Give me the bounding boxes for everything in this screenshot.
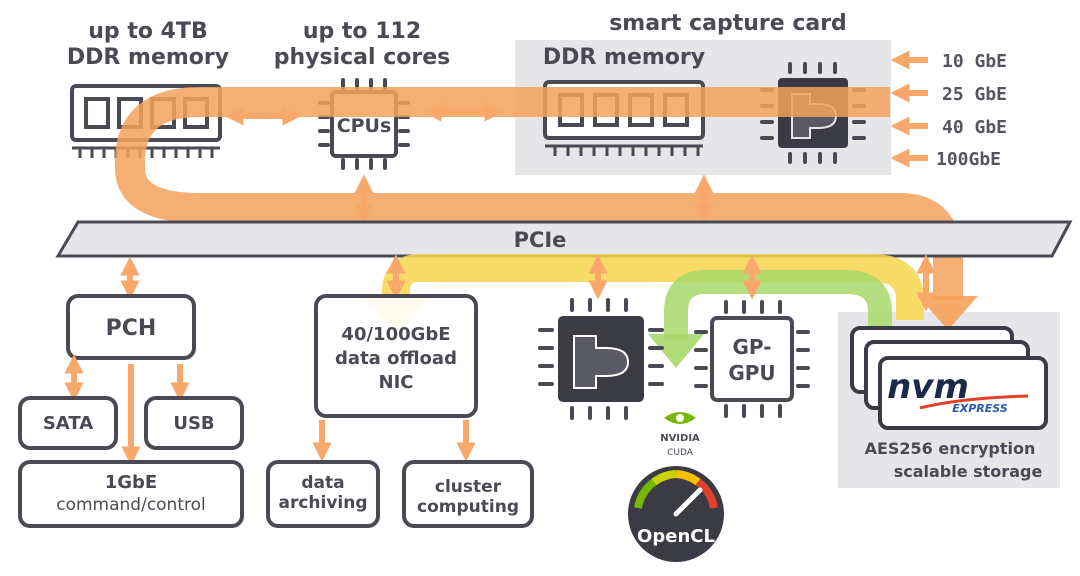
pch-label: PCH xyxy=(106,316,157,341)
sata-label: SATA xyxy=(43,413,93,434)
storage-line2: scalable storage xyxy=(894,462,1043,481)
nvidia-cuda: CUDA xyxy=(667,448,694,458)
usb-label: USB xyxy=(173,413,214,434)
ethernet-input-100g: 100GbE xyxy=(936,149,1001,170)
storage-line1: AES256 encryption xyxy=(865,439,1036,458)
opencl-gauge-icon xyxy=(628,466,724,562)
capture-ddr-label: DDR memory xyxy=(543,45,705,70)
ethernet-input-25g: 25 GbE xyxy=(942,84,1007,105)
mgmt-1gbe-box xyxy=(18,460,244,528)
host-ddr-label-line2: DDR memory xyxy=(67,45,229,70)
pch-box xyxy=(66,294,196,360)
cluster-line2: computing xyxy=(417,497,519,517)
cluster-line1: cluster xyxy=(435,477,502,497)
gpgpu-line1: GP- xyxy=(732,335,771,359)
cluster-box xyxy=(402,460,534,528)
cpu-label-line2: physical cores xyxy=(274,45,451,70)
nvme-logo-sub: EXPRESS xyxy=(952,402,1008,415)
archiving-line1: data xyxy=(301,473,344,493)
gpgpu-line2: GPU xyxy=(728,361,775,385)
offload-nic-box xyxy=(314,294,478,418)
opencl-label: OpenCL xyxy=(637,526,715,547)
nic-line1: 40/100GbE xyxy=(341,324,450,345)
mgmt-1gbe-line2: command/control xyxy=(56,495,206,515)
ethernet-input-40g: 40 GbE xyxy=(942,117,1007,138)
nic-line3: NIC xyxy=(379,372,414,393)
gpgpu-chip xyxy=(694,300,810,418)
usb-box xyxy=(144,396,244,450)
sata-box xyxy=(18,396,118,450)
mgmt-1gbe-line1: 1GbE xyxy=(105,472,157,493)
nvidia-eye-icon xyxy=(664,412,696,424)
ethernet-input-10g: 10 GbE xyxy=(942,51,1007,72)
nic-line2: data offload xyxy=(335,348,457,369)
pcie-bus xyxy=(55,220,1073,258)
host-ddr-label-line1: up to 4TB xyxy=(88,19,207,44)
green-data-path xyxy=(664,270,892,340)
nvme-storage-stack xyxy=(850,326,1048,430)
capture-card-title: smart capture card xyxy=(609,11,847,36)
archiving-box xyxy=(266,460,380,528)
cpu-label-line1: up to 112 xyxy=(303,19,421,44)
green-data-path-head xyxy=(648,334,704,368)
nvidia-brand: NVIDIA xyxy=(660,433,700,444)
cpu-chip-label: CPUs xyxy=(337,115,392,137)
ethernet-input-arrows xyxy=(890,50,928,168)
archiving-line2: archiving xyxy=(278,493,367,513)
pcie-label: PCIe xyxy=(514,228,567,252)
nvme-logo-text: nvm xyxy=(887,367,969,407)
accelerator-fpga-chip xyxy=(538,298,664,420)
